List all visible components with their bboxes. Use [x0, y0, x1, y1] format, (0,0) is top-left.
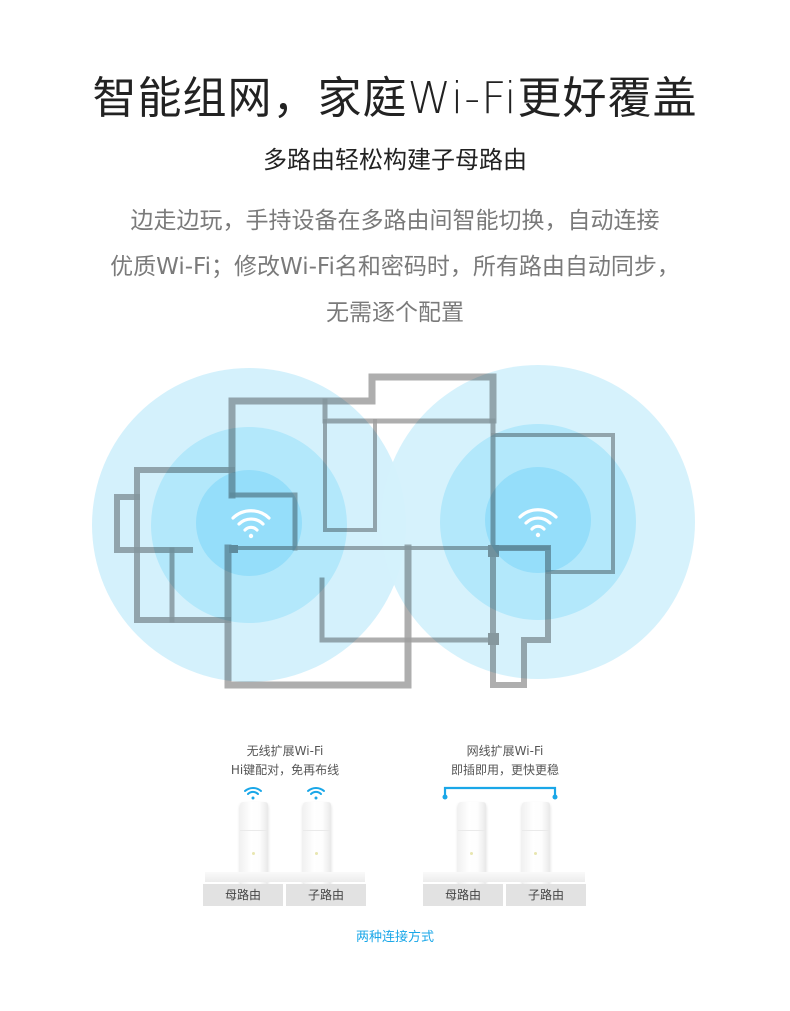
wireless-caption-line2: Hi键配对，免再布线: [230, 763, 340, 777]
primary-router-device: [240, 802, 268, 884]
description-line: 边走边玩，手持设备在多路由间智能切换，自动连接: [130, 208, 660, 234]
wired-method: 网线扩展Wi-Fi 即插即用，更快更稳 母路由 子路由: [420, 742, 590, 907]
wifi-signal-icon: [307, 787, 325, 800]
secondary-router-label: 子路由: [506, 884, 586, 906]
page-subtitle: 多路由轻松构建子母路由: [263, 146, 527, 174]
wired-caption-line1: 网线扩展Wi-Fi: [466, 744, 544, 758]
wifi-icon: [518, 508, 558, 538]
secondary-router-label: 子路由: [286, 884, 366, 906]
wireless-method: 无线扩展Wi-Fi Hi键配对，免再布线 母路由 子路由: [200, 742, 370, 907]
primary-router-label: 母路由: [203, 884, 283, 906]
secondary-router-device: [303, 802, 331, 884]
secondary-router-device: [522, 802, 550, 884]
page-title: 智能组网，家庭Wi-Fi更好覆盖: [92, 73, 698, 124]
wireless-caption-line1: 无线扩展Wi-Fi: [246, 744, 324, 758]
connection-methods-title: 两种连接方式: [355, 930, 434, 945]
description-line: 优质Wi-Fi；修改Wi-Fi名和密码时，所有路由自动同步，: [110, 254, 680, 280]
wifi-icon: [231, 509, 271, 539]
primary-router-label: 母路由: [423, 884, 503, 906]
platform: [423, 872, 585, 882]
wired-caption-line2: 即插即用，更快更稳: [450, 763, 559, 777]
floorplan-walls: [114, 373, 615, 689]
coverage-floorplan-illustration: [92, 365, 695, 689]
wifi-signal-icon: [244, 787, 262, 800]
ethernet-cable-icon: [442, 786, 558, 800]
primary-router-device: [458, 802, 486, 884]
platform: [205, 872, 365, 882]
description-line: 无需逐个配置: [326, 300, 464, 326]
description: 边走边玩，手持设备在多路由间智能切换，自动连接 优质Wi-Fi；修改Wi-Fi名…: [60, 198, 730, 336]
coverage-right: [381, 365, 695, 679]
